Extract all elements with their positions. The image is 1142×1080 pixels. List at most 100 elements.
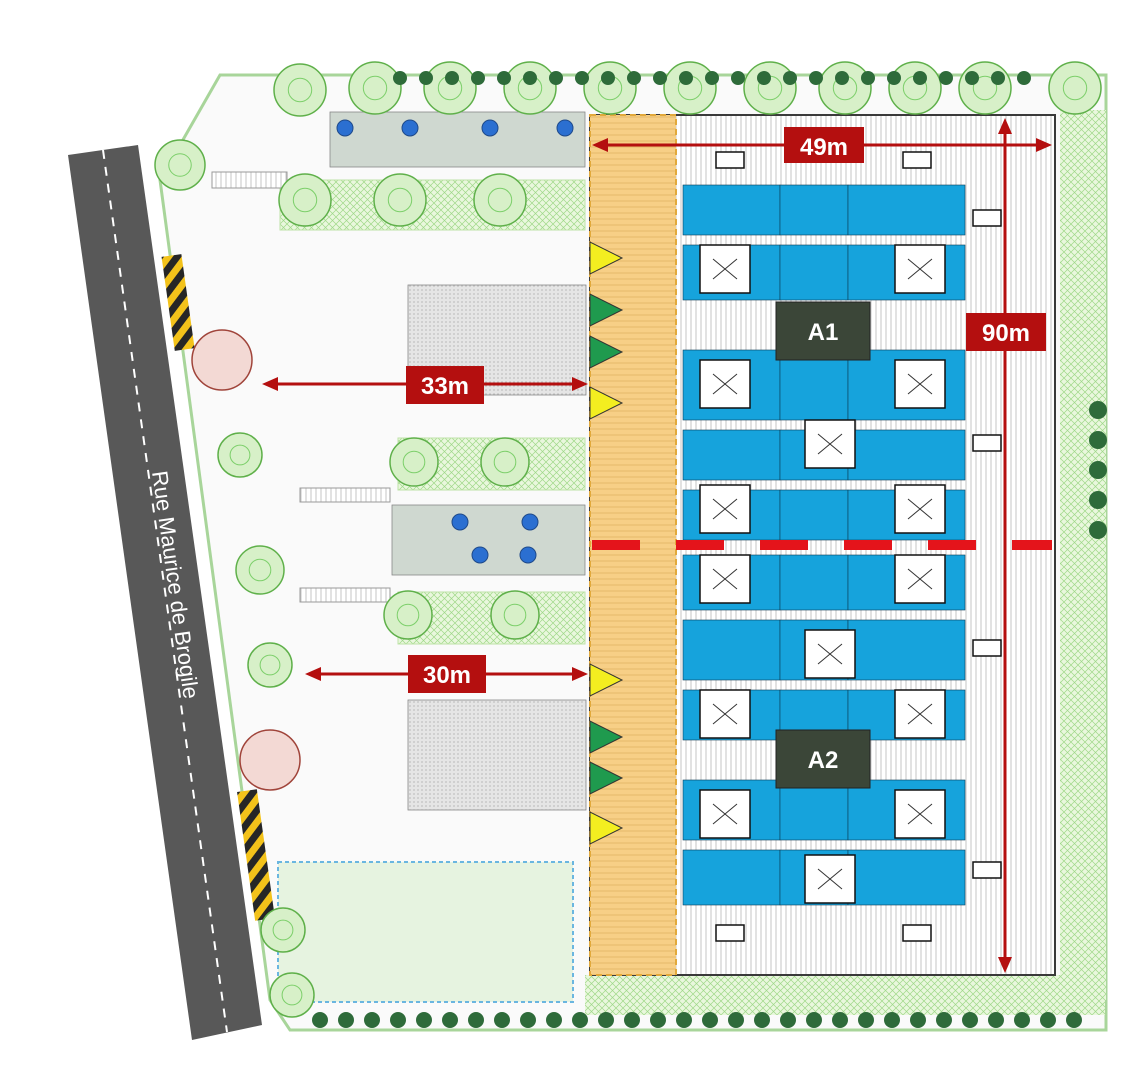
- hedge-shrub-icon: [832, 1012, 848, 1028]
- tree-icon: [154, 139, 206, 191]
- roof-hatch: [902, 151, 932, 169]
- hedge-shrub-icon: [468, 1012, 484, 1028]
- dimension-setback-north: 33m: [262, 366, 588, 404]
- hedge-shrub-icon: [780, 1012, 796, 1028]
- solar-panel-block: [847, 619, 966, 681]
- retention-basin: [277, 861, 574, 1003]
- hedge-shrub-icon: [523, 71, 537, 85]
- hedge-shrub-icon: [858, 1012, 874, 1028]
- skylight: [804, 629, 856, 679]
- hedge-shrub-icon: [754, 1012, 770, 1028]
- skylight: [894, 359, 946, 409]
- hedge-shrub-icon: [835, 71, 849, 85]
- hedge-shrub-icon: [887, 71, 901, 85]
- dimension-label: 90m: [982, 320, 1030, 347]
- feature-tree-icon: [191, 329, 253, 391]
- tree-icon: [373, 173, 427, 227]
- hedge-shrub-icon: [1089, 401, 1107, 419]
- solar-panel-block: [847, 184, 966, 236]
- tree-icon: [247, 642, 293, 688]
- building-label: A2: [808, 747, 839, 774]
- dimension-label: 49m: [800, 134, 848, 161]
- hedge-shrub-icon: [1066, 1012, 1082, 1028]
- dock-door-green-icon: [589, 761, 624, 795]
- hedge-shrub-icon: [390, 1012, 406, 1028]
- shrub-icon: [336, 119, 354, 137]
- solar-panel-block: [847, 849, 966, 906]
- dimension-label: 33m: [421, 373, 469, 400]
- bike-rack-mid: [299, 487, 391, 503]
- hedge-shrub-icon: [598, 1012, 614, 1028]
- hedge-shrub-icon: [913, 71, 927, 85]
- dock-door-green-icon: [589, 293, 624, 327]
- green-strip-east: [1060, 110, 1106, 1000]
- building-tag-a1: A1: [775, 301, 871, 361]
- hedge-shrub-icon: [731, 71, 745, 85]
- bike-rack-north: [211, 171, 288, 189]
- tree-icon: [269, 972, 315, 1018]
- hedge-shrub-icon: [1040, 1012, 1056, 1028]
- tree-icon: [473, 173, 527, 227]
- dock-doors: [589, 241, 624, 845]
- hedge-shrub-icon: [1089, 461, 1107, 479]
- hedge-shrub-icon: [1017, 71, 1031, 85]
- tree-icon: [480, 437, 530, 487]
- dimension-building-length: 90m: [966, 118, 1046, 973]
- tree-icon: [389, 437, 439, 487]
- tree-icon: [217, 432, 263, 478]
- hedge-shrub-icon: [338, 1012, 354, 1028]
- hedge-shrub-icon: [962, 1012, 978, 1028]
- tree-icon: [273, 63, 327, 117]
- tree-icon: [348, 61, 402, 115]
- landscape-bed-4: [391, 504, 586, 576]
- green-strip-south: [585, 975, 1105, 1015]
- solar-panel-block: [682, 184, 781, 236]
- tree-icon: [888, 61, 942, 115]
- tree-icon: [958, 61, 1012, 115]
- tree-icon: [383, 590, 433, 640]
- tree-icon: [663, 61, 717, 115]
- hedge-shrub-icon: [419, 71, 433, 85]
- tree-icon: [743, 61, 797, 115]
- shrub-icon: [556, 119, 574, 137]
- dock-door-green-icon: [589, 720, 624, 754]
- hedge-shrub-icon: [676, 1012, 692, 1028]
- dock-door-yellow-icon: [589, 663, 624, 697]
- hedge-shrub-icon: [991, 71, 1005, 85]
- hedge-shrub-icon: [393, 71, 407, 85]
- hedge-shrub-icon: [728, 1012, 744, 1028]
- tree-icon: [235, 545, 285, 595]
- tree-icon: [503, 61, 557, 115]
- tree-icon: [490, 590, 540, 640]
- hedge-shrub-icon: [806, 1012, 822, 1028]
- dimension-label: 30m: [423, 662, 471, 689]
- feature-tree-icon: [239, 729, 301, 791]
- hedge-shrub-icon: [442, 1012, 458, 1028]
- hedge-shrub-icon: [520, 1012, 536, 1028]
- hedge-shrub-icon: [884, 1012, 900, 1028]
- shrub-icon: [519, 546, 537, 564]
- tree-icon: [583, 61, 637, 115]
- parking: [211, 111, 587, 1003]
- tree-icon: [260, 907, 306, 953]
- roof-hatch: [972, 434, 1002, 452]
- hedge-shrub-icon: [497, 71, 511, 85]
- hedge-shrub-icon: [624, 1012, 640, 1028]
- roof-hatch: [715, 151, 745, 169]
- solar-panel-block: [682, 619, 781, 681]
- solar-panel-block: [779, 184, 849, 236]
- tree-icon: [423, 61, 477, 115]
- roof-hatch: [972, 639, 1002, 657]
- hedge-shrub-icon: [809, 71, 823, 85]
- hedge-shrub-icon: [988, 1012, 1004, 1028]
- hedge-shrub-icon: [650, 1012, 666, 1028]
- roof-hatch: [902, 924, 932, 942]
- solar-panel-block: [682, 429, 781, 481]
- dimension-building-width: 49m: [592, 127, 1052, 163]
- bike-rack-south: [299, 587, 391, 603]
- hedge-shrub-icon: [549, 71, 563, 85]
- building-tag-a2: A2: [775, 729, 871, 789]
- hedge-shrub-icon: [601, 71, 615, 85]
- skylights: [699, 151, 1002, 942]
